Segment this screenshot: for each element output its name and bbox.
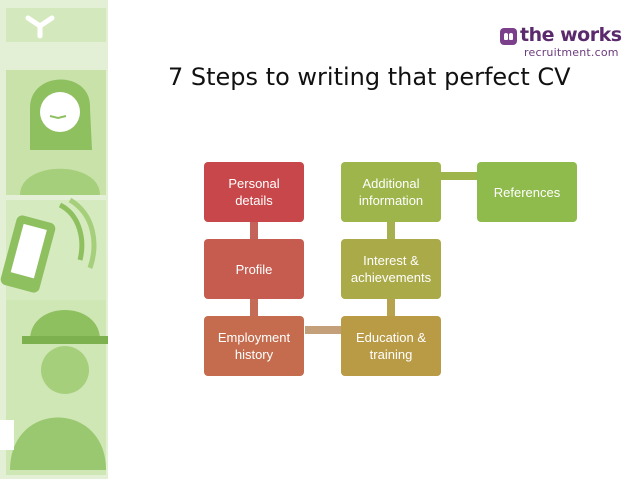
connector-profile-employment	[250, 299, 258, 317]
step-additional-information: Additional information	[341, 162, 441, 222]
step-references: References	[477, 162, 577, 222]
step-personal-details: Personal details	[204, 162, 304, 222]
connector-employment-education	[305, 326, 341, 334]
connector-additional-references	[441, 172, 477, 180]
decorative-side-illustration	[0, 0, 108, 479]
page-title: 7 Steps to writing that perfect CV	[168, 63, 571, 91]
step-employment-history: Employment history	[204, 316, 304, 376]
step-profile: Profile	[204, 239, 304, 299]
connector-personal-profile	[250, 222, 258, 240]
logo-icon	[500, 28, 517, 45]
company-logo: the works recruitment.com	[500, 24, 624, 60]
logo-subtitle: recruitment.com	[524, 46, 619, 59]
step-education-training: Education & training	[341, 316, 441, 376]
logo-name: the works	[520, 24, 622, 46]
step-interest-achievements: Interest & achievements	[341, 239, 441, 299]
connector-education-interest	[387, 299, 395, 317]
connector-interest-additional	[387, 222, 395, 240]
